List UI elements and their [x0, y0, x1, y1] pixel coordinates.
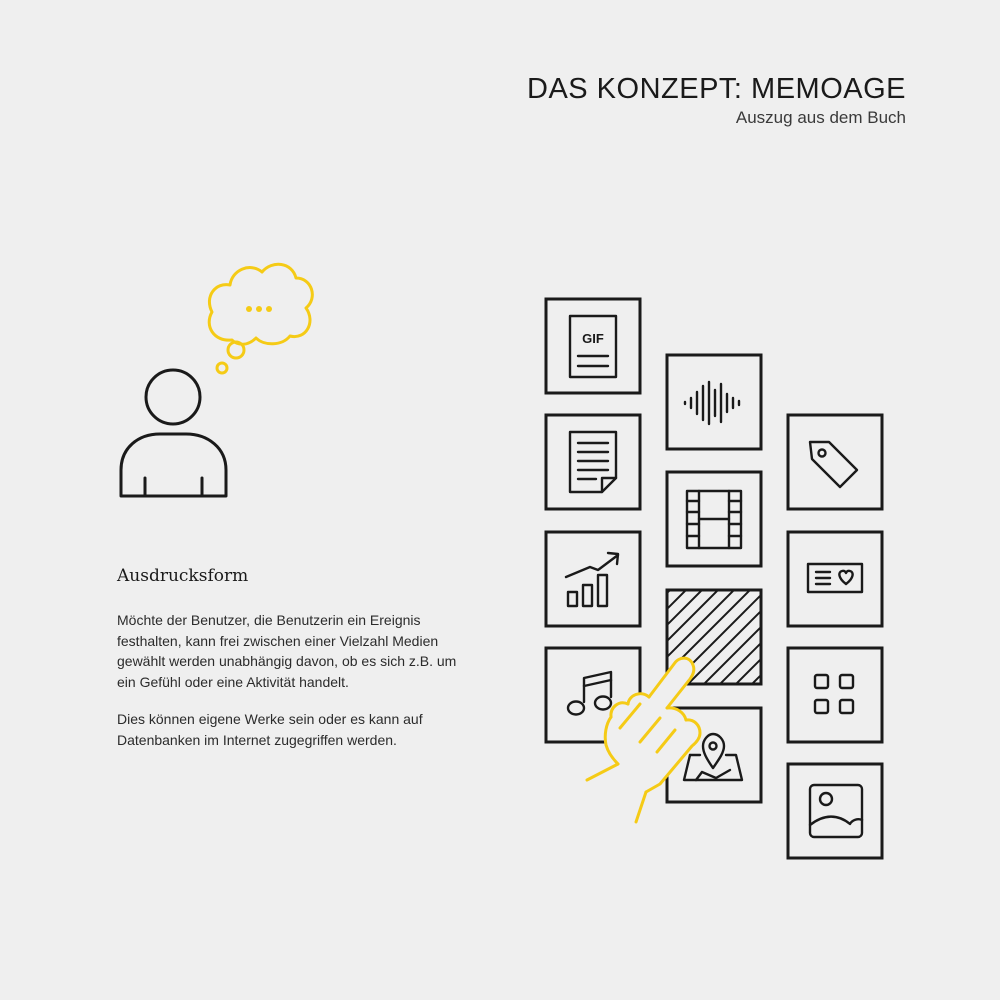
film-strip-icon[interactable] — [665, 470, 763, 568]
document-icon[interactable] — [544, 413, 642, 511]
page-subtitle: Auszug aus dem Buch — [735, 108, 906, 127]
thought-bubble-icon — [207, 262, 314, 375]
tag-icon[interactable] — [786, 413, 884, 511]
section-heading: Ausdrucksform — [117, 566, 249, 586]
section-body: Möchte der Benutzer, die Benutzerin ein … — [117, 610, 467, 767]
page-title: DAS KONZEPT: MEMOAGE — [527, 73, 906, 105]
paragraph: Möchte der Benutzer, die Benutzerin ein … — [117, 612, 457, 690]
audio-waveform-icon[interactable] — [665, 353, 763, 451]
image-icon[interactable] — [786, 762, 884, 860]
gif-file-icon[interactable]: GIF — [544, 297, 642, 395]
pointing-hand-icon — [585, 656, 702, 824]
grid-apps-icon[interactable] — [786, 646, 884, 744]
person-icon — [119, 368, 228, 498]
header: DAS KONZEPT: MEMOAGE Auszug aus dem Buch — [527, 72, 906, 128]
paragraph: Dies können eigene Werke sein oder es ka… — [117, 711, 423, 748]
gif-label: GIF — [582, 331, 604, 346]
card-heart-icon[interactable] — [786, 530, 884, 628]
bar-chart-icon[interactable] — [544, 530, 642, 628]
